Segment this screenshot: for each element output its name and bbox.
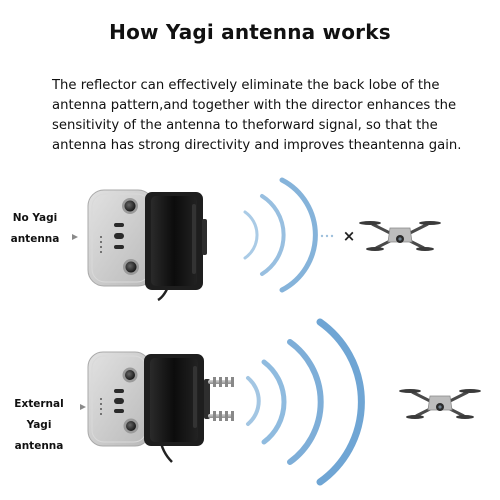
- row-label-line1: No Yagi: [12, 212, 58, 224]
- row-label-line2: antenna: [10, 233, 60, 245]
- pointer-arrow-icon: [72, 234, 78, 240]
- signal-waves-strong: [246, 318, 365, 486]
- row-label-external-yagi: External Yagi antenna: [4, 394, 74, 457]
- signal-waves-weak: [243, 177, 318, 293]
- blocked-x-icon: ×: [343, 227, 356, 245]
- remote-controller-with-yagi: [87, 351, 234, 463]
- row-label-line2: Yagi antenna: [14, 419, 64, 452]
- row-label-line1: External: [14, 398, 64, 410]
- drone-icon: [359, 221, 441, 251]
- description-paragraph: The reflector can effectively eliminate …: [52, 78, 462, 153]
- drone-icon: [399, 389, 481, 419]
- signal-gap-dots: [320, 234, 334, 238]
- row-label-no-yagi: No Yagi antenna: [6, 208, 64, 250]
- remote-controller-no-yagi: [87, 189, 207, 302]
- page-title: How Yagi antenna works: [109, 20, 391, 44]
- pointer-arrow-icon: [80, 404, 86, 410]
- yagi-antenna-icon: [204, 377, 234, 421]
